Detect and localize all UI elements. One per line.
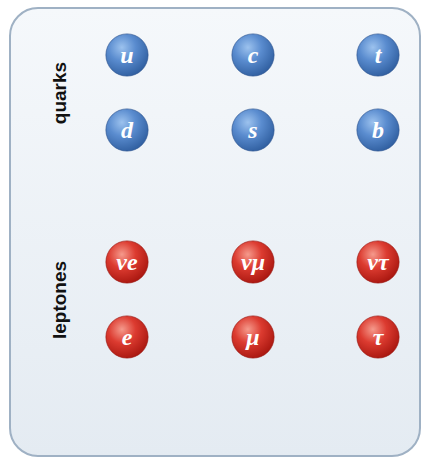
particle-symbol: c [248,43,259,67]
particle-symbol: τ [373,325,384,349]
quark-ball: t [356,33,400,77]
particle-symbol: d [121,118,133,142]
particle-symbol: νμ [241,250,265,274]
ball-circle [106,316,148,358]
ball-circle [106,34,148,76]
ball-circle [232,241,274,283]
quark-ball: u [105,33,149,77]
lepton-ball: νμ [231,240,275,284]
particle-symbol: t [375,43,382,67]
lepton-ball: τ [356,315,400,359]
particle-symbol: νe [116,250,137,274]
particle-symbol: s [248,118,257,142]
particle-symbol: u [120,43,133,67]
quark-ball: c [231,33,275,77]
quark-ball: s [231,108,275,152]
group-label: leptones [50,261,71,339]
quark-ball: b [356,108,400,152]
particle-symbol: b [372,118,384,142]
ball-circle [232,316,274,358]
ball-circle [357,34,399,76]
ball-circle [232,34,274,76]
ball-circle [106,241,148,283]
panel-frame [10,8,420,456]
lepton-ball: e [105,315,149,359]
ball-circle [357,316,399,358]
ball-circle [357,241,399,283]
lepton-ball: μ [231,315,275,359]
ball-circle [106,109,148,151]
quark-ball: d [105,108,149,152]
lepton-ball: ντ [356,240,400,284]
lepton-ball: νe [105,240,149,284]
particle-symbol: ντ [367,250,388,274]
ball-circle [232,109,274,151]
particle-symbol: e [122,325,133,349]
ball-circle [357,109,399,151]
group-label: quarks [50,62,71,124]
particle-symbol: μ [246,325,259,349]
